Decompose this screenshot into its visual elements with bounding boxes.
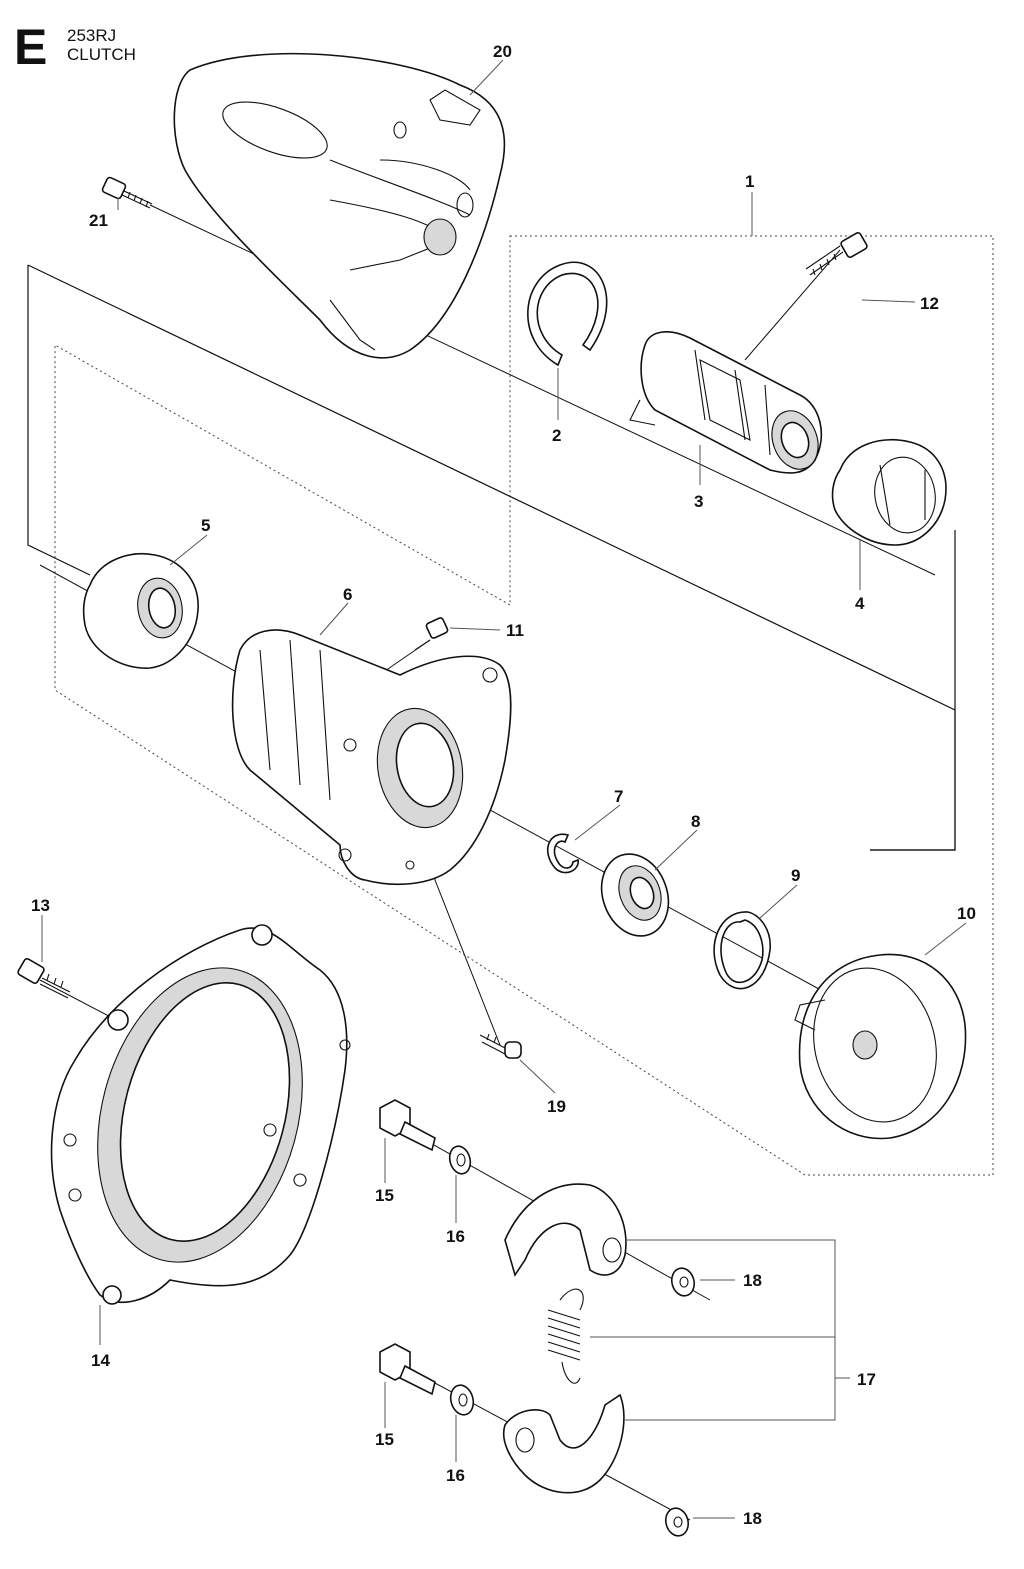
callout-16a: 16	[446, 1227, 465, 1246]
section-letter: E	[14, 19, 47, 75]
callout-labels: 1 2 3 4 5 6 7 8 9 10 11 12 13 14 15 15 1…	[31, 42, 976, 1528]
callout-15a: 15	[375, 1186, 394, 1205]
callout-21: 21	[89, 211, 108, 230]
callout-17: 17	[857, 1370, 876, 1389]
callout-1: 1	[745, 172, 754, 191]
callout-2: 2	[552, 426, 561, 445]
part-15-bolt-lower	[379, 1343, 436, 1396]
part-18-washer-upper	[670, 1267, 696, 1297]
assembly-outlines	[27, 235, 994, 1176]
part-13-bolt	[17, 958, 71, 999]
part-16-washer-lower	[449, 1384, 475, 1416]
callout-9: 9	[791, 866, 800, 885]
part-3-bearing-housing	[629, 331, 823, 474]
part-15-bolt-upper	[379, 1099, 436, 1152]
part-20-housing	[173, 52, 506, 359]
shaft-group-box-vertical	[870, 530, 956, 851]
part-18-washer-lower	[664, 1507, 690, 1537]
callout-10: 10	[957, 904, 976, 923]
clutch-assembly-dashed-box	[54, 235, 994, 1176]
part-17-shoe-lower	[503, 1393, 625, 1494]
callout-14: 14	[91, 1351, 110, 1370]
part-14-clutch-cover	[50, 924, 351, 1305]
diagram-title: CLUTCH	[67, 45, 136, 64]
part-4-coupling	[831, 439, 947, 546]
part-17-shoe-upper	[504, 1183, 627, 1277]
part-17-spring	[547, 1288, 584, 1384]
callout-6: 6	[343, 585, 352, 604]
callout-18b: 18	[743, 1509, 762, 1528]
callout-20: 20	[493, 42, 512, 61]
part-2-snap-ring	[527, 261, 608, 367]
part-8-bearing	[600, 853, 670, 937]
part-6-clutch-housing	[231, 629, 512, 886]
part-19-screw	[479, 1033, 522, 1059]
part-10-clutch-drum	[794, 953, 967, 1140]
callout-7: 7	[614, 787, 623, 806]
screw-19-axis	[355, 859, 501, 1046]
part-9-snap-ring	[713, 911, 771, 990]
part-21-screw	[101, 176, 153, 209]
callout-19: 19	[547, 1097, 566, 1116]
shaft-group-box-left	[27, 265, 91, 576]
callout-8: 8	[691, 812, 700, 831]
callout-3: 3	[694, 492, 703, 511]
callout-18a: 18	[743, 1271, 762, 1290]
part-12-screw	[805, 232, 868, 276]
callout-5: 5	[201, 516, 210, 535]
callout-13: 13	[31, 896, 50, 915]
model-number: 253RJ	[67, 26, 117, 45]
part-5-coupling	[82, 553, 199, 669]
screw-12-axis	[744, 249, 841, 361]
part-16-washer-upper	[448, 1145, 472, 1175]
leader-lines	[41, 59, 967, 1519]
callout-15b: 15	[375, 1430, 394, 1449]
callout-4: 4	[855, 594, 865, 613]
callout-16b: 16	[446, 1466, 465, 1485]
part-7-circlip	[546, 833, 579, 874]
callout-11: 11	[506, 621, 524, 640]
part-11-screw	[414, 617, 449, 651]
callout-12: 12	[920, 294, 939, 313]
